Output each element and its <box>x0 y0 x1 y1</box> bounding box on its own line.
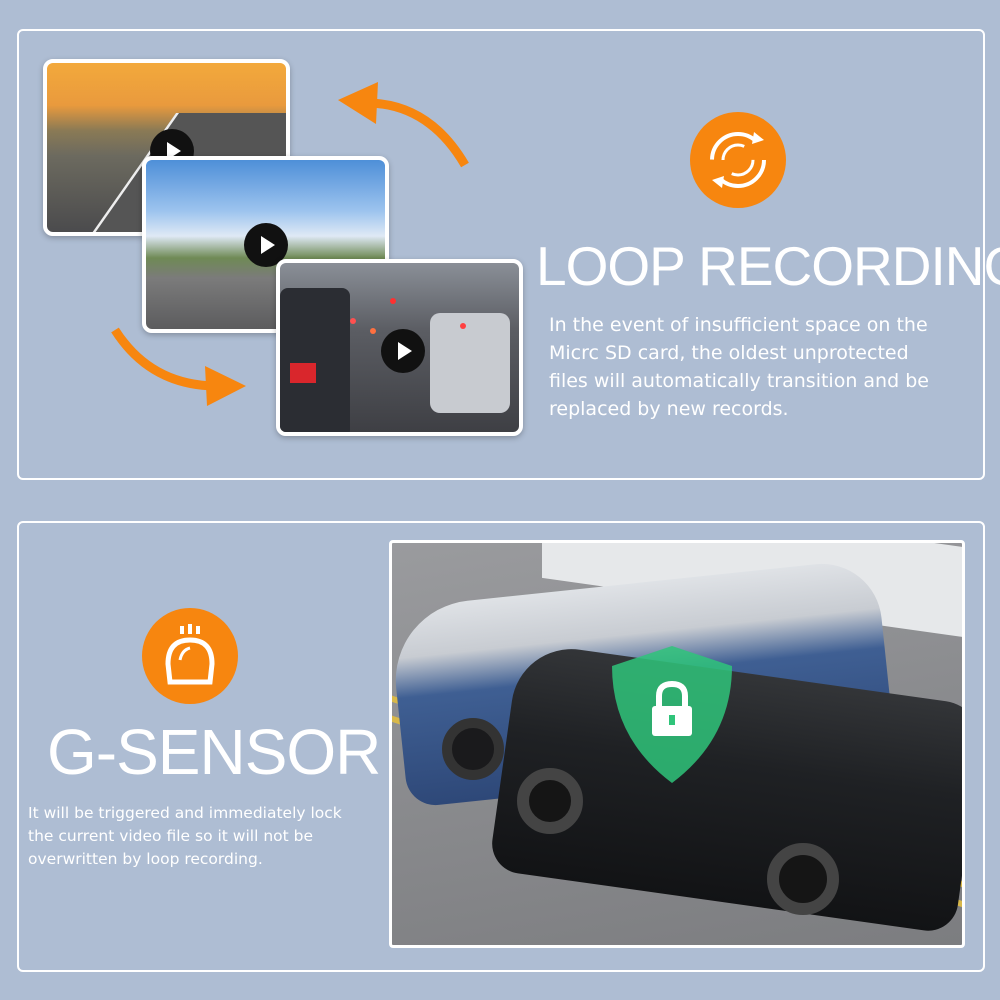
loop-arrows-icon <box>690 112 786 208</box>
arrowhead-bottom <box>205 366 246 406</box>
arrowhead-top <box>338 82 378 124</box>
loop-recording-description: In the event of insufficient space on th… <box>549 311 929 423</box>
play-icon <box>243 222 288 267</box>
description-line: replaced by new records. <box>549 398 789 420</box>
description-line: In the event of insufficient space on th… <box>549 314 928 336</box>
description-line: files will automatically transition and … <box>549 370 929 392</box>
description-line: overwritten by loop recording. <box>28 850 263 868</box>
cars-collision-image <box>389 540 965 948</box>
description-line: Micrc SD card, the oldest unprotected <box>549 342 909 364</box>
shield-lock-icon <box>612 646 732 783</box>
play-icon <box>381 329 425 373</box>
g-sensor-panel <box>17 521 985 972</box>
g-sensor-description: It will be triggered and immediately loc… <box>28 802 342 871</box>
video-thumbnail-traffic <box>276 259 523 436</box>
g-sensor-icon <box>142 608 238 704</box>
loop-recording-title: LOOP RECORDING <box>536 235 1000 297</box>
g-sensor-title: G-SENSOR <box>47 716 381 788</box>
description-line: the current video file so it will not be <box>28 827 314 845</box>
description-line: It will be triggered and immediately loc… <box>28 804 342 822</box>
loop-recording-panel <box>17 29 985 480</box>
curved-arrow-bottom <box>111 327 216 391</box>
curved-arrow-top <box>369 98 469 168</box>
loop-arrows-decoration <box>111 82 469 406</box>
